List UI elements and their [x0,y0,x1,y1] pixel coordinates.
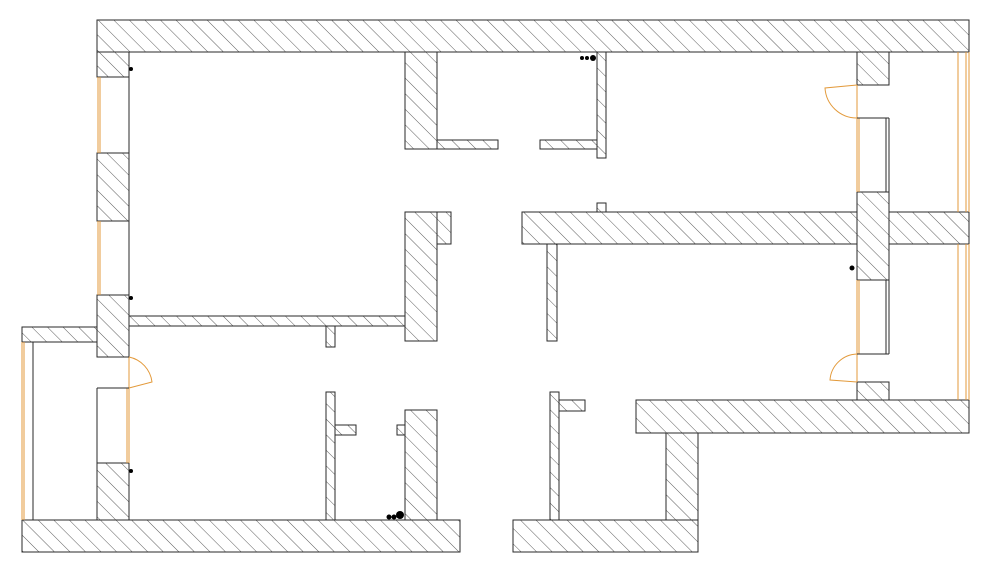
doors [97,84,889,389]
wall-closet-left [404,51,438,150]
wall-closet-left-return [436,139,499,150]
fixture-dot [590,55,596,61]
wall-middle-left-cap [436,211,452,245]
wall-wing-top [21,326,98,343]
window-right-column-lower [856,280,890,354]
wall-closet-right [596,51,607,159]
wall-top [96,19,970,53]
wall-bottom-left [21,519,461,553]
wall-left-lower [96,294,130,358]
fixture-dot [391,514,397,520]
wall-lower-right-stub [558,399,586,412]
wall-middle-left-vertical [404,211,438,342]
fixture-dot [129,67,133,71]
fixture-dot [585,56,589,60]
wall-closet-right-return [539,139,598,150]
fixtures [129,55,855,520]
window-right-lower [957,244,970,400]
window-right-upper [957,52,970,212]
wall-lower-thick [404,409,438,521]
door-right-upper [824,84,889,119]
wall-corridor-drop [546,243,558,342]
wall-right-pier [856,191,890,281]
window-left-middle [97,221,130,295]
wall-bottom-right [512,519,699,553]
fixture-dot [396,511,404,519]
door-right-lower [829,353,889,383]
fixture-dot [129,469,133,473]
wall-lower-thin [325,391,336,521]
wall-corridor-nib [596,202,607,213]
wall-corridor-horizontal [521,211,970,245]
window-left-upper [97,77,130,153]
door-left [97,356,153,389]
wall-middle-horizontal [128,315,406,327]
fixture-dot [849,265,855,271]
wall-top-right-stub [856,51,890,86]
wall-lower-thick-nib [396,424,406,436]
wall-left-pier [96,152,130,222]
wall-right-lower-horizontal [635,399,970,434]
wall-middle-horizontal-stub [325,325,336,348]
wall-right-lower-stub [856,381,890,401]
window-right-column-upper [856,118,890,192]
wall-lower-right-thin [549,391,560,521]
windows [21,52,970,520]
wall-lower-thin-stub [334,424,357,436]
wall-left-upper [96,51,130,78]
fixture-dot [129,296,133,300]
outer-walls [21,19,970,553]
fixture-dot [386,514,392,520]
window-left-lower [96,388,130,463]
wall-left-inner-bottom [96,462,130,521]
fixture-dot [580,56,584,60]
window-wing [21,342,34,520]
interior-walls [128,51,970,521]
